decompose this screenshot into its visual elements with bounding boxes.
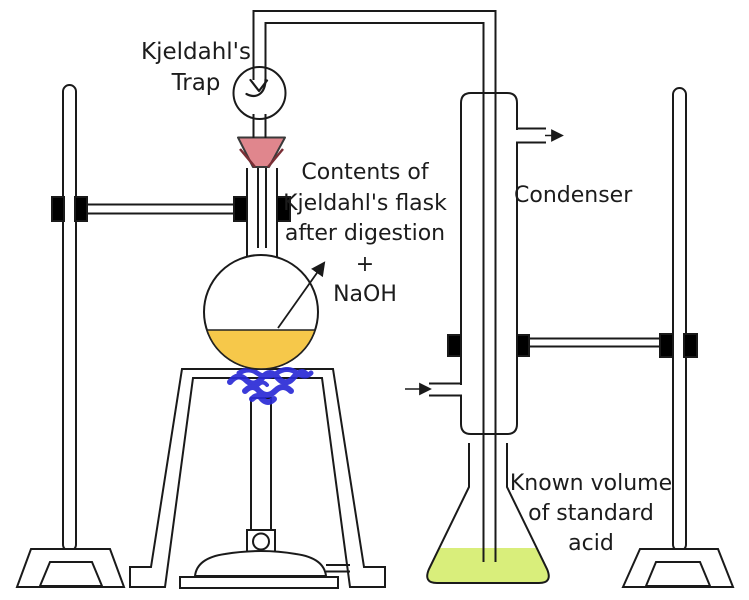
bosshead-block	[659, 333, 674, 358]
burner-base	[193, 550, 328, 577]
stand-rod	[62, 84, 77, 552]
kjeldahl-trap	[232, 66, 287, 138]
bosshead-block	[683, 333, 698, 358]
label-flask-contents: Contents of Kjeldahl's flask after diges…	[283, 160, 447, 307]
inlet-gap	[458, 385, 463, 396]
condenser-jacket	[460, 92, 518, 435]
clamp-jaw	[233, 196, 248, 222]
stand-rod	[672, 87, 687, 552]
bosshead-block	[74, 196, 88, 222]
delivery-tube	[252, 10, 497, 562]
condenser	[405, 92, 564, 435]
burner-flame	[227, 367, 314, 405]
retort-stand-left	[15, 84, 126, 588]
stand-base-inner	[38, 561, 104, 587]
kjeldahl-flask	[203, 168, 326, 370]
label-kjeldahls-trap: Kjeldahl's Trap	[141, 39, 251, 96]
outlet-gap	[514, 130, 519, 142]
clamp-arm-left	[51, 196, 291, 222]
label-condenser: Condenser	[514, 183, 633, 208]
addition-funnel	[237, 136, 286, 168]
retort-stand-right	[621, 87, 735, 588]
clamp-jaw	[447, 334, 462, 357]
funnel-body	[237, 136, 286, 168]
funnel-edge	[267, 148, 284, 168]
erlenmeyer-outline	[426, 443, 550, 584]
contents-pointer-arrow	[277, 261, 326, 329]
funnel-edge	[239, 148, 256, 168]
bosshead-block	[51, 196, 65, 222]
trap-tube-hook	[245, 77, 267, 98]
burner-barrel	[250, 397, 272, 531]
base-plate	[179, 576, 339, 589]
label-known-volume-acid: Known volume of standard acid	[509, 471, 673, 556]
clamp-arm-right	[447, 333, 698, 358]
delivery-tube-outer	[252, 10, 497, 562]
air-hole	[252, 532, 270, 551]
tripod-stand	[129, 368, 386, 588]
bunsen-burner	[179, 397, 350, 589]
flask-liquid	[205, 329, 317, 370]
stand-base-inner	[644, 561, 712, 587]
erlenmeyer-flask	[427, 443, 549, 583]
acid-liquid	[427, 548, 549, 583]
delivery-tube-inner	[264, 22, 485, 562]
